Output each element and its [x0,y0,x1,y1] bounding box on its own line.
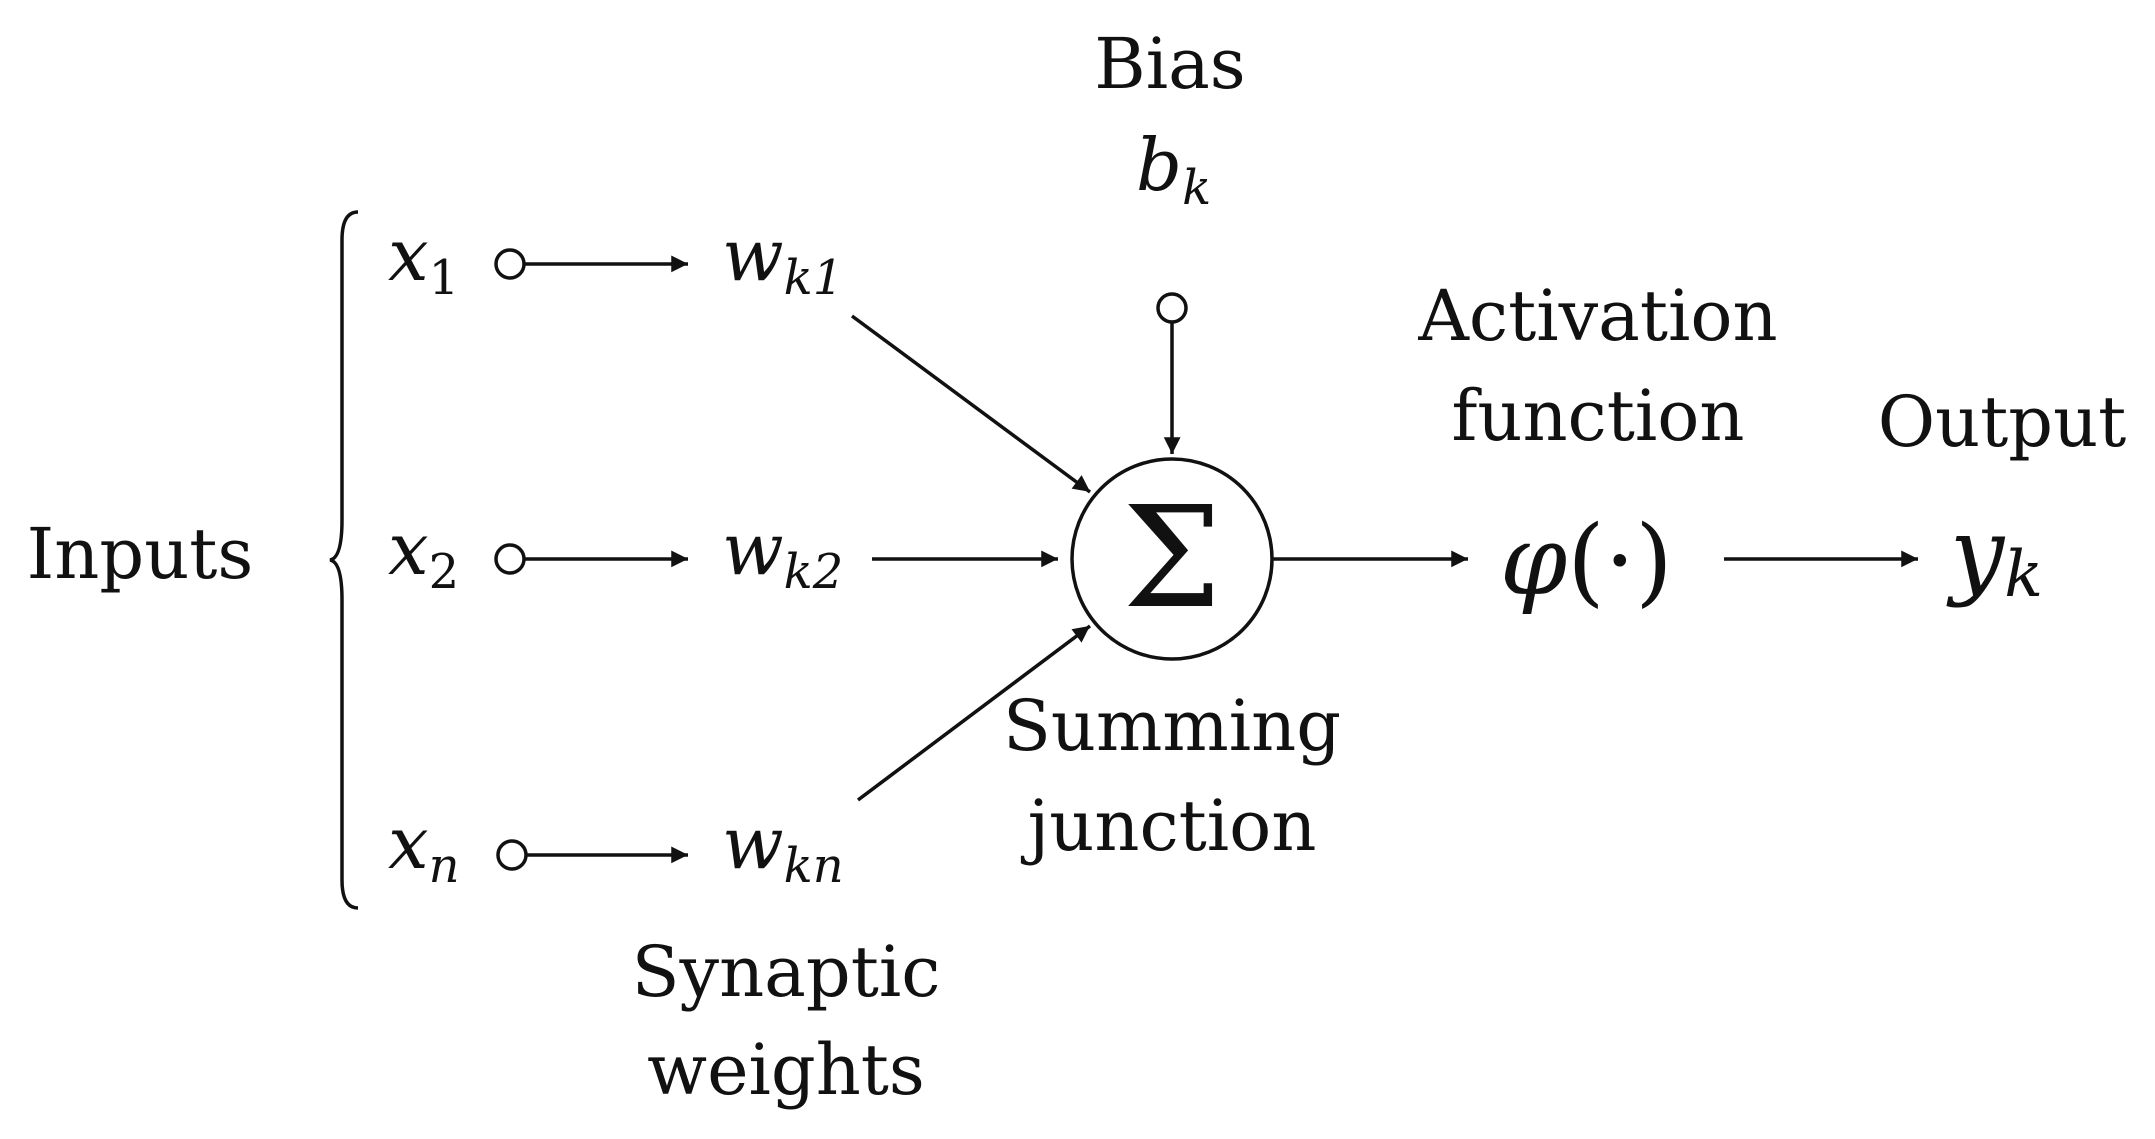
weight-wk2-label: wk2 [722,507,843,600]
arrow-wk1-to-sum [850,314,1092,494]
output-symbol: yk [1946,497,2043,612]
synaptic-weights-label-line1: Synaptic [632,931,941,1013]
sum-symbol: Σ [1123,477,1222,640]
input-xn-label: xn [388,801,460,894]
input-x1-label: x1 [388,213,459,306]
arrow-wkn-to-sum [856,624,1092,802]
bias-symbol: bk [1136,123,1211,216]
input-x2-node [494,543,526,575]
activation-label-line2: function [1451,375,1744,457]
synaptic-weights-label-line2: weights [647,1029,925,1111]
input-xn-node [496,839,528,871]
weight-wkn-label: wkn [722,801,844,894]
activation-symbol: φ(·) [1500,505,1673,617]
input-x2-label: x2 [388,507,459,600]
inputs-label: Inputs [27,513,254,595]
input-x1-node [494,248,526,280]
summing-junction-label-line1: Summing [1003,685,1341,767]
weight-wk1-label: wk1 [722,213,843,306]
output-label: Output [1878,381,2127,463]
bias-label: Bias [1094,23,1245,105]
activation-label-line1: Activation [1417,275,1777,357]
summing-junction-label-line2: junction [1021,785,1317,867]
inputs-brace [329,210,359,910]
bias-node [1156,292,1188,324]
